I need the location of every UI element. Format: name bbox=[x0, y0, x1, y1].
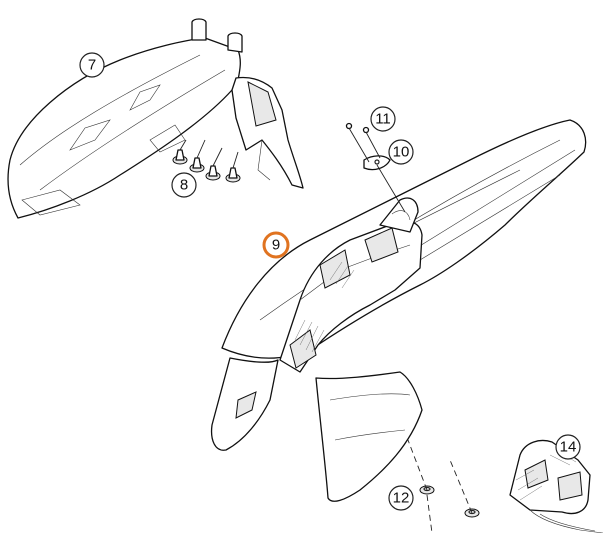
callout-11: 11 bbox=[370, 106, 396, 132]
grommets-part bbox=[407, 439, 480, 533]
callout-14: 14 bbox=[555, 434, 581, 460]
callout-12-label: 12 bbox=[393, 490, 410, 507]
rear-fender-part bbox=[210, 119, 587, 502]
callout-7-label: 7 bbox=[88, 57, 96, 74]
callout-8: 8 bbox=[171, 172, 197, 198]
callout-9: 9 bbox=[262, 231, 290, 259]
callout-14-label: 14 bbox=[560, 439, 577, 456]
callout-12: 12 bbox=[388, 485, 414, 511]
clip-screws-part bbox=[345, 122, 381, 163]
fender-screws-part bbox=[172, 139, 241, 183]
callout-10: 10 bbox=[388, 139, 414, 165]
fender-clip-part bbox=[363, 155, 406, 213]
callout-10-label: 10 bbox=[393, 144, 410, 161]
callout-7: 7 bbox=[79, 52, 105, 78]
callout-9-label: 9 bbox=[272, 237, 280, 254]
callout-11-label: 11 bbox=[375, 111, 391, 128]
front-fender-part bbox=[7, 18, 304, 219]
mounting-bracket-part bbox=[509, 439, 603, 533]
callout-8-label: 8 bbox=[180, 177, 188, 194]
